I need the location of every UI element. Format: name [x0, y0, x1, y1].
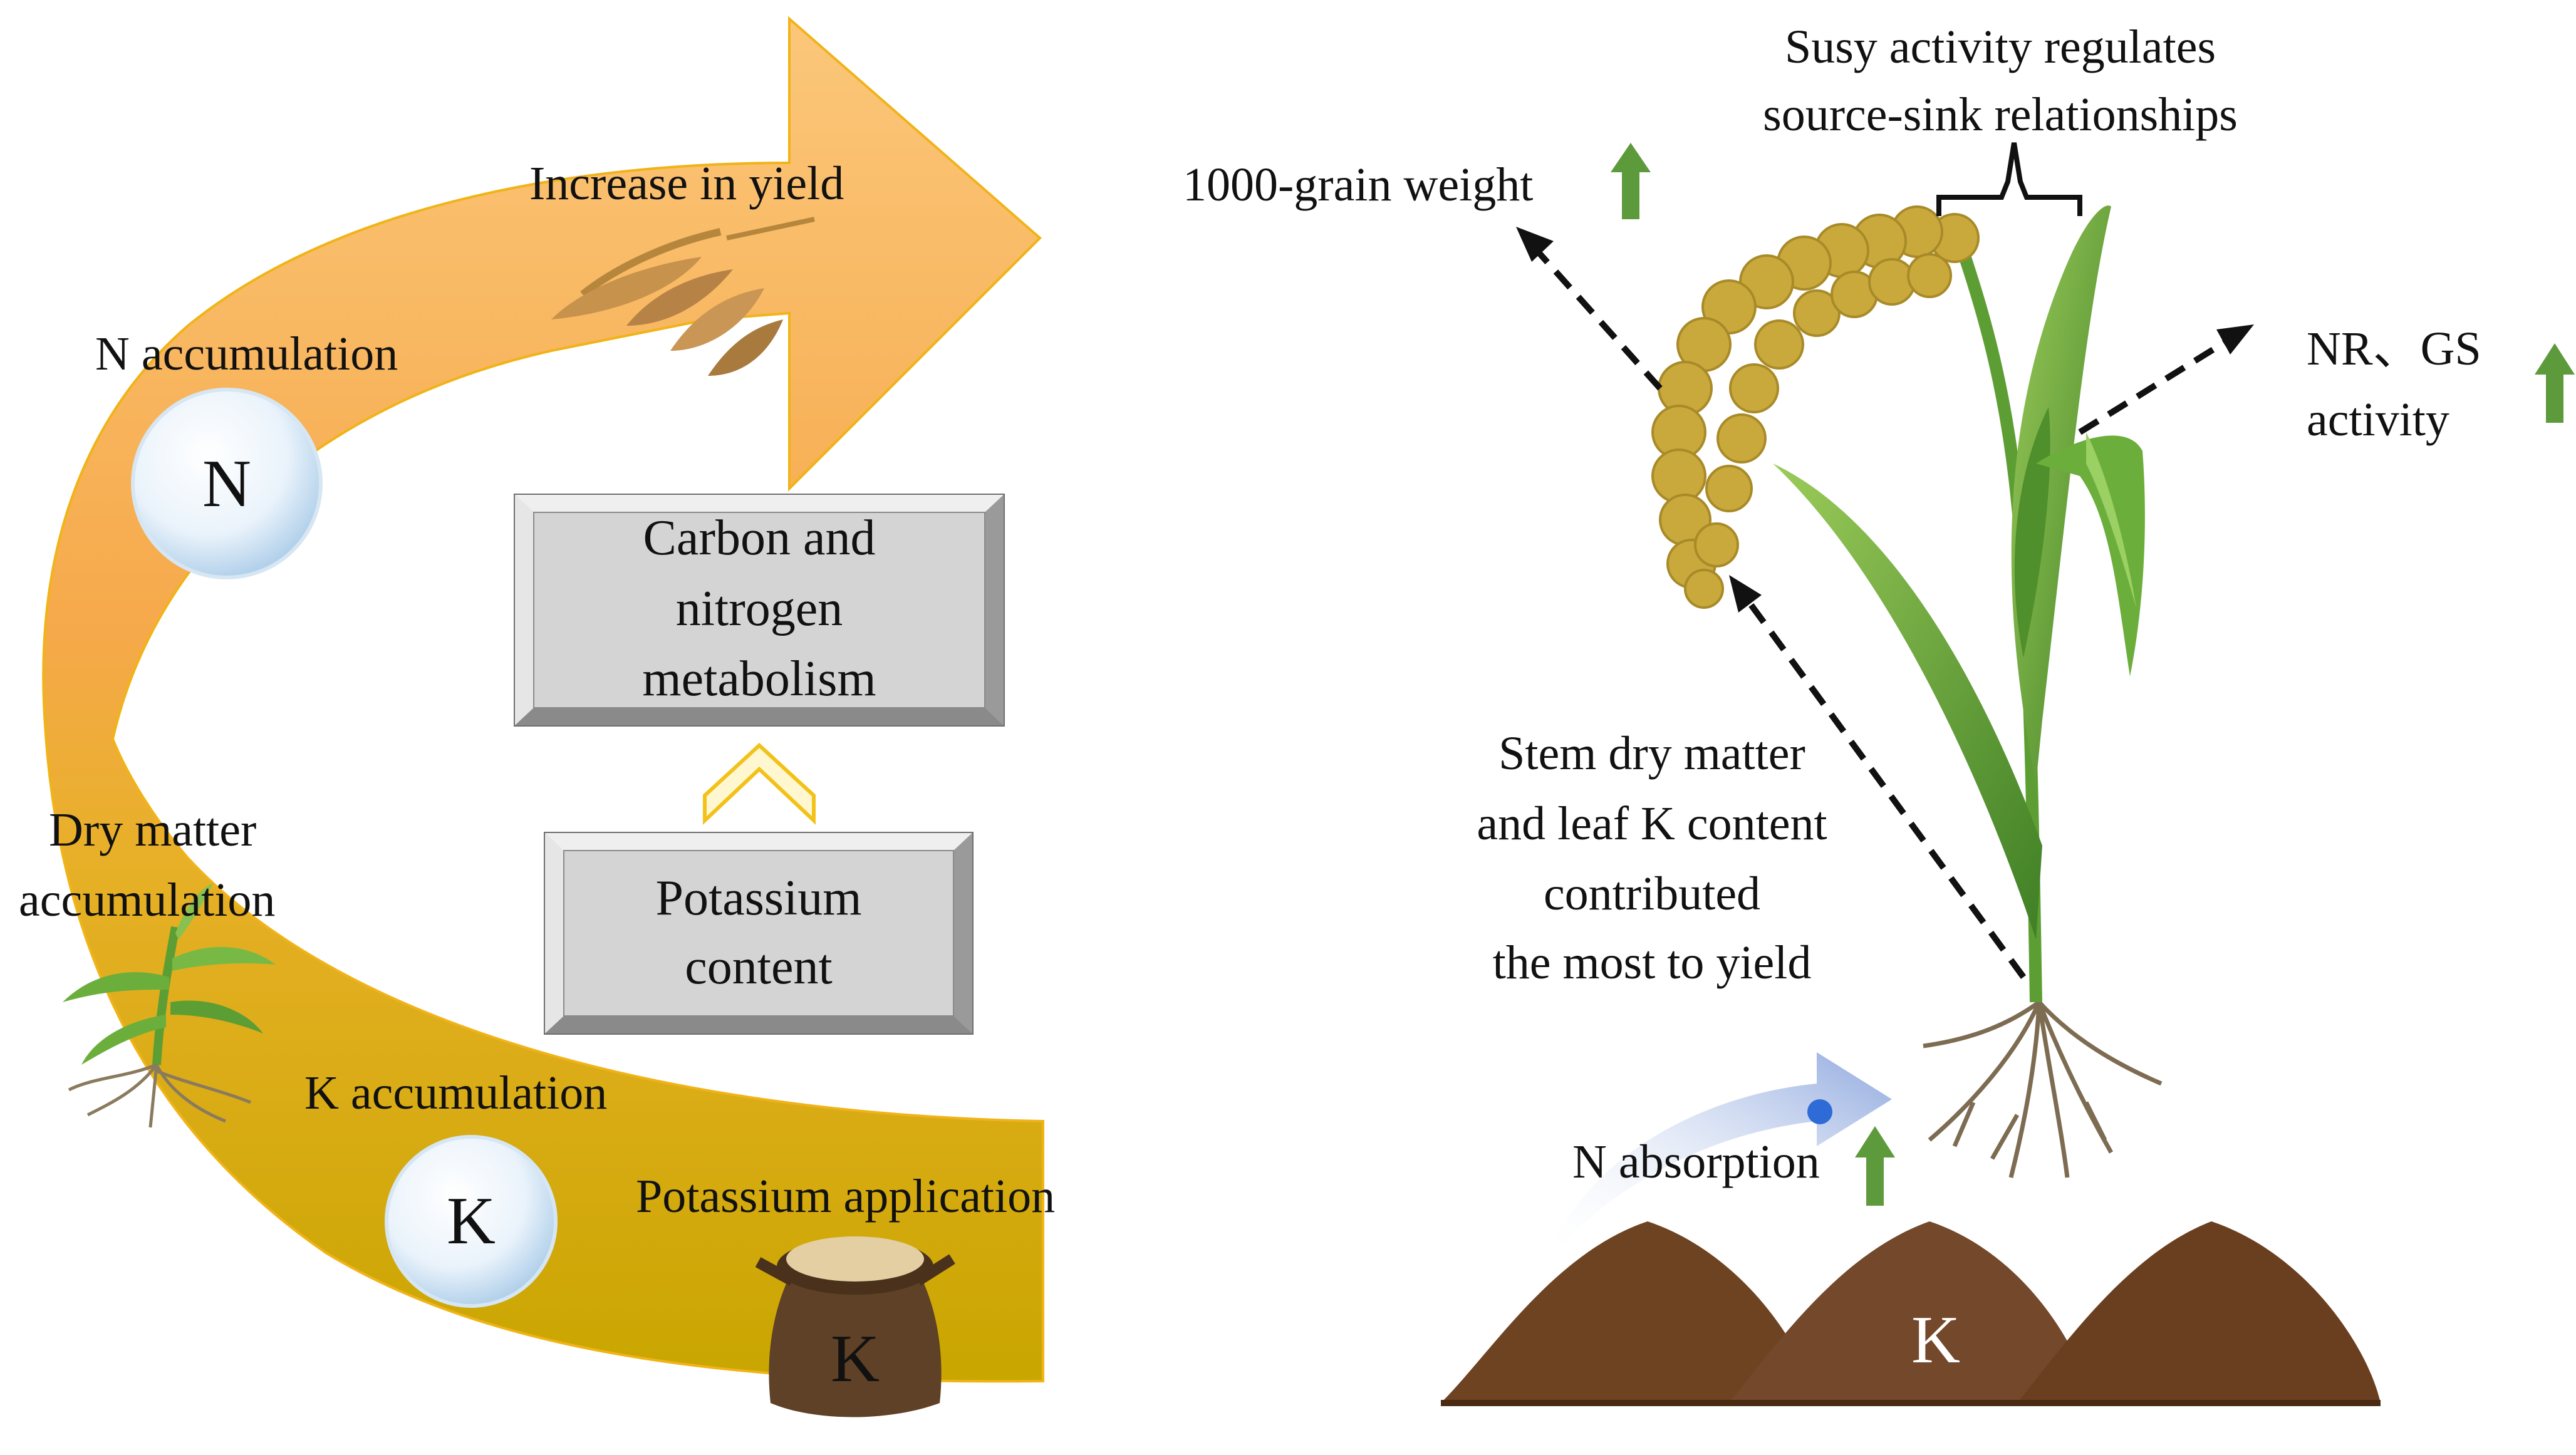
roots-icon [1923, 1000, 2163, 1178]
nitrogen-symbol: N [202, 447, 251, 521]
up-arrow-nr-gs-icon [2535, 343, 2575, 423]
label-increase-in-yield: Increase in yield [529, 157, 844, 210]
potassium-content-line-1: Potassium [656, 871, 862, 926]
millet-panicle-icon [551, 217, 815, 376]
label-k-accumulation: K accumulation [304, 1067, 607, 1119]
label-nr-gs-line-2: activity [2307, 393, 2449, 446]
potassium-content-box: Potassium content [544, 832, 974, 1035]
nitrogen-bubble-icon: N [131, 388, 323, 579]
potassium-bubble-icon: K [385, 1135, 558, 1308]
label-dry-matter-line-2: accumulation [19, 874, 275, 926]
label-susy-line-1: Susy activity regulates [1785, 21, 2216, 73]
up-arrow-n-absorption-icon [1855, 1126, 1895, 1206]
dashed-arrow-stem [1738, 590, 2027, 979]
soil-mounds: K [1441, 1221, 2381, 1406]
label-stem-line-3: contributed [1544, 867, 1760, 920]
potassium-sack-icon: K [755, 1236, 955, 1417]
sack-symbol: K [831, 1322, 880, 1396]
curved-arrow-body [42, 16, 1044, 1383]
soil-symbol: K [1911, 1303, 1960, 1377]
leaves [1773, 205, 2145, 940]
label-susy-line-2: source-sink relationships [1763, 88, 2238, 141]
n-absorption-swoosh-icon [1544, 1052, 1892, 1265]
dashed-arrow-nr-gs [2078, 332, 2238, 435]
dashed-arrows [1526, 239, 2238, 979]
millet-head-icon [1651, 205, 1980, 609]
carbon-line-3: metabolism [642, 651, 876, 707]
label-stem-line-4: the most to yield [1493, 936, 1812, 989]
chevron-up-icon [703, 742, 816, 825]
up-arrow-grain-weight-icon [1611, 143, 1651, 219]
label-stem-line-2: and leaf K content [1477, 797, 1827, 850]
carbon-nitrogen-box: Carbon and nitrogen metabolism [514, 494, 1005, 727]
seedling-icon [63, 883, 276, 1128]
label-potassium-application: Potassium application [636, 1170, 1055, 1223]
bracket-icon [1936, 142, 2082, 216]
dashed-arrow-heads [1516, 227, 2254, 613]
carbon-line-1: Carbon and [643, 510, 875, 566]
label-grain-weight: 1000-grain weight [1183, 158, 1533, 211]
dashed-arrow-grain-weight [1526, 239, 1663, 391]
curved-arrow [42, 16, 1044, 1383]
label-n-absorption: N absorption [1572, 1136, 1820, 1188]
label-nr-gs-line-1: NR、GS [2307, 323, 2481, 375]
potassium-symbol: K [447, 1184, 496, 1258]
potassium-content-line-2: content [685, 940, 832, 995]
label-stem-line-1: Stem dry matter [1498, 727, 1805, 780]
carbon-line-2: nitrogen [676, 581, 843, 636]
label-n-accumulation: N accumulation [95, 328, 398, 380]
label-dry-matter-line-1: Dry matter [49, 804, 256, 856]
